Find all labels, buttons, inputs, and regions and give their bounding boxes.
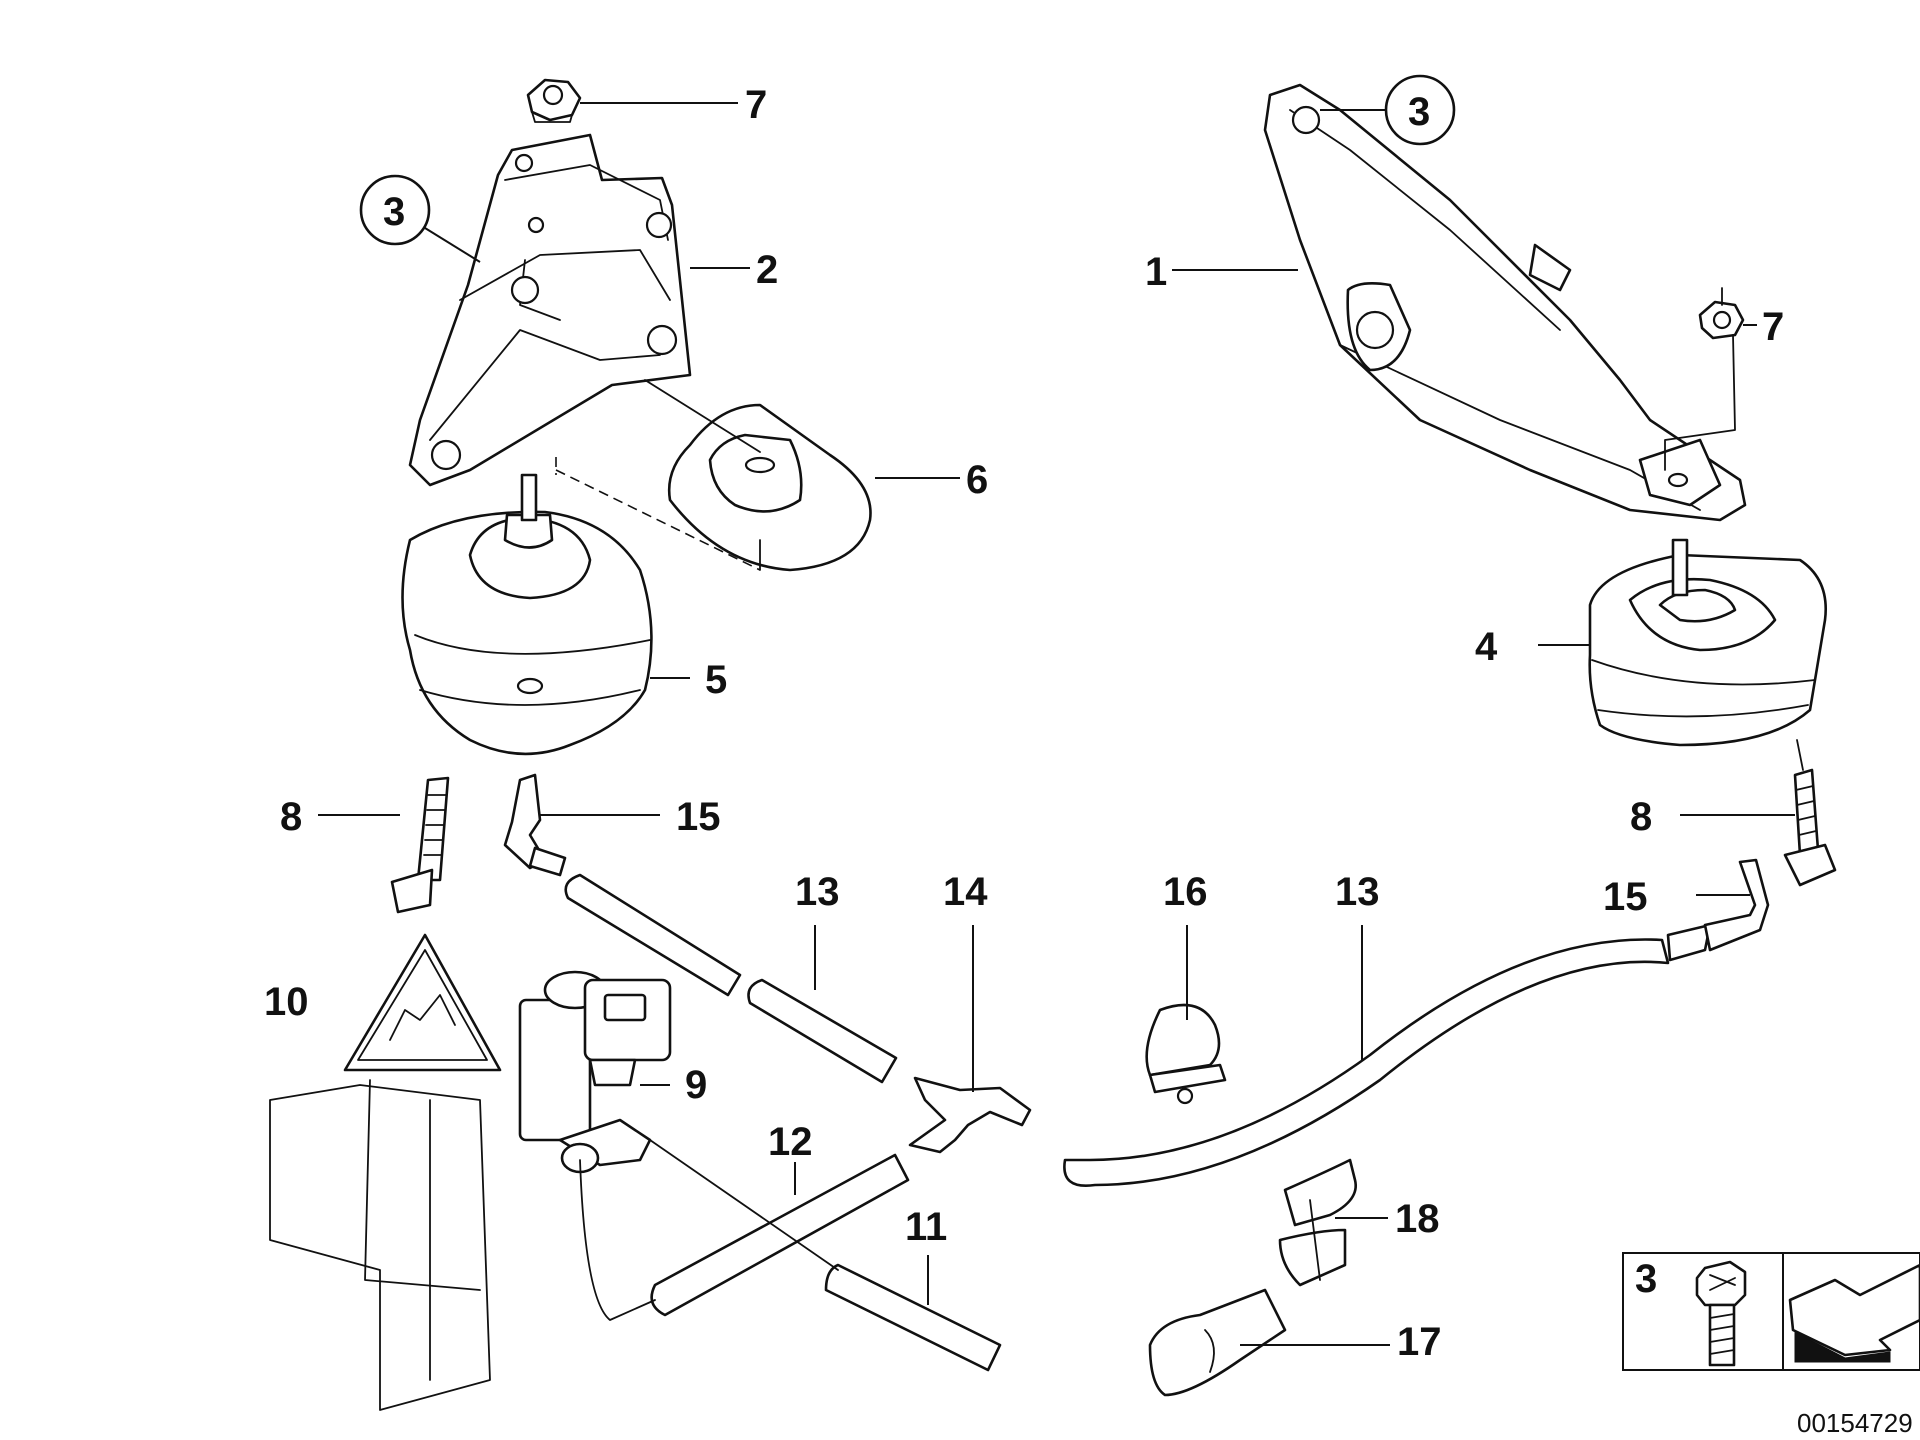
label-8-left: 8 — [280, 795, 302, 839]
label-2: 2 — [756, 248, 778, 292]
label-1: 1 — [1145, 250, 1167, 294]
label-13-right: 13 — [1335, 870, 1380, 914]
label-17: 17 — [1397, 1320, 1442, 1364]
label-3-left: 3 — [383, 190, 405, 234]
left-elbow-connector-15 — [503, 773, 567, 877]
assembly-line-left2 — [644, 379, 761, 571]
warning-label-10 — [343, 933, 502, 1072]
right-engine-mount-4 — [1588, 538, 1827, 747]
image-code: 00154729 — [1797, 1408, 1913, 1438]
callout-circle-3-left — [359, 174, 431, 246]
legend-arrow-icon — [1788, 1263, 1920, 1363]
right-engine-bracket-1 — [1263, 83, 1747, 522]
label-12: 12 — [768, 1120, 813, 1164]
label-15-right: 15 — [1603, 875, 1648, 919]
legend-number: 3 — [1635, 1257, 1657, 1301]
left-engine-bracket — [408, 133, 692, 487]
clip-17 — [1148, 1288, 1287, 1397]
label-18: 18 — [1395, 1197, 1440, 1241]
valve-hose-line — [649, 1139, 839, 1271]
label-4: 4 — [1475, 625, 1498, 669]
label-7-left: 7 — [745, 83, 767, 127]
label-15-left: 15 — [676, 795, 721, 839]
chassis-bracket-sketch — [269, 1079, 491, 1411]
right-bolt-8 — [1783, 768, 1837, 887]
label-7-right: 7 — [1762, 305, 1784, 349]
left-nut-7 — [526, 78, 582, 123]
right-elbow-connector-15 — [1666, 858, 1770, 962]
assembly-line-right — [1664, 334, 1736, 471]
left-hose-13 — [564, 873, 898, 1084]
assembly-line-left — [555, 457, 761, 571]
solenoid-valve-9 — [518, 970, 672, 1174]
label-8-right: 8 — [1630, 795, 1652, 839]
label-16: 16 — [1163, 870, 1208, 914]
legend-box: 3 — [1622, 1252, 1920, 1371]
valve-line — [579, 1159, 656, 1321]
t-piece-14 — [908, 1076, 1032, 1154]
label-10: 10 — [264, 980, 309, 1024]
left-engine-mount-5 — [401, 473, 653, 756]
clip-16 — [1145, 1003, 1227, 1105]
label-3-right: 3 — [1408, 90, 1430, 134]
label-9: 9 — [685, 1063, 707, 1107]
right-hose-13 — [1063, 938, 1670, 1188]
clip-18 — [1278, 1158, 1357, 1287]
left-bolt-8 — [390, 776, 450, 914]
right-nut-7 — [1698, 300, 1745, 340]
assembly-line-right3 — [1796, 739, 1804, 771]
heat-shield-pad-6 — [667, 403, 872, 572]
hose-12 — [650, 1153, 910, 1317]
hose-11 — [824, 1263, 1002, 1372]
label-14: 14 — [943, 870, 988, 914]
label-6: 6 — [966, 458, 988, 502]
leader-lines — [318, 102, 1795, 1346]
callout-circle-3-right — [1384, 74, 1456, 146]
label-13-left: 13 — [795, 870, 840, 914]
legend-bolt-icon — [1695, 1260, 1747, 1367]
label-11: 11 — [905, 1205, 947, 1249]
label-5: 5 — [705, 658, 727, 702]
